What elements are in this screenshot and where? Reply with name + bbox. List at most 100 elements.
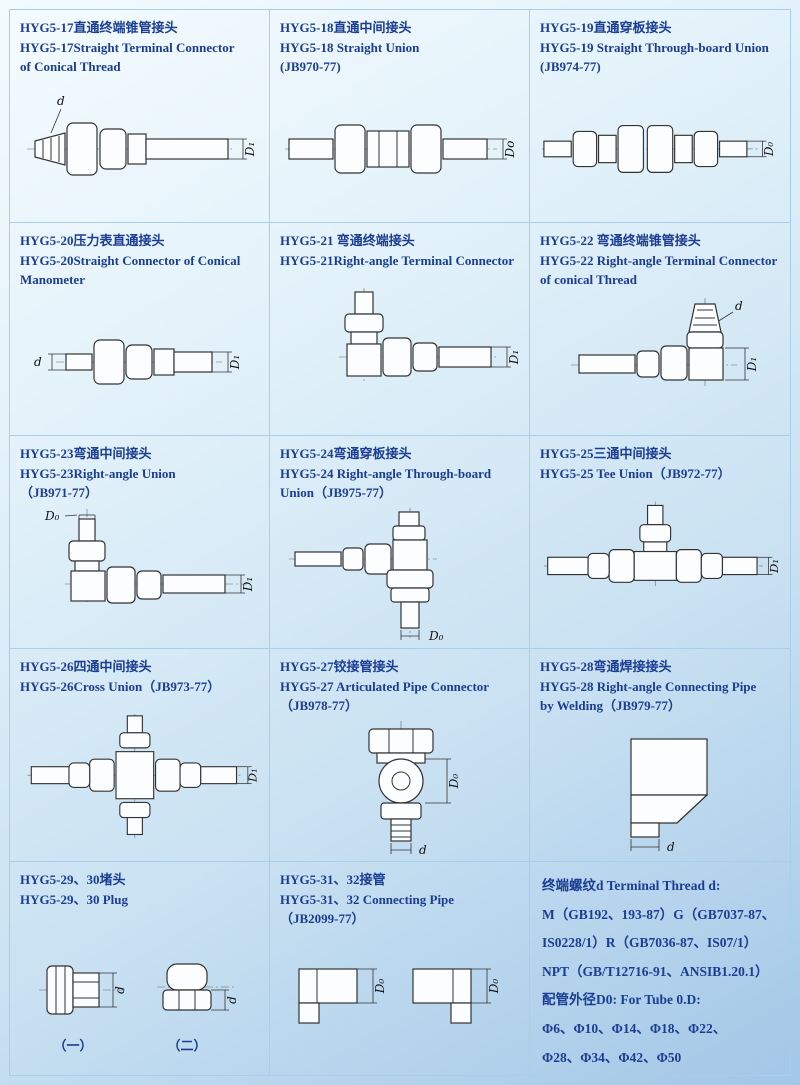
cell-title-en: HYG5-20Straight Connector of Conical: [20, 252, 241, 268]
catalog-grid: HYG5-17直通终端锥管接头 HYG5-17Straight Terminal…: [9, 9, 791, 1076]
catalog-cell-hyg5-21: HYG5-21 弯通终端接头 HYG5-21Right-angle Termin…: [270, 223, 530, 436]
cell-title-zh: HYG5-17直通终端锥管接头: [20, 20, 178, 35]
cell-title-en2: （JB971-77）: [20, 485, 99, 500]
cell-title-en: HYG5-29、30 Plug: [20, 891, 128, 907]
cell-title-zh: HYG5-19直通穿板接头: [540, 20, 672, 35]
cell-title-en: HYG5-27 Articulated Pipe Connector: [280, 678, 490, 694]
catalog-cell-hyg5-29-30: HYG5-29、30堵头 HYG5-29、30 Plug d （一）: [10, 862, 270, 1075]
cell-title-zh: HYG5-20压力表直通接头: [20, 233, 165, 248]
dim-label-do: Do: [503, 141, 517, 159]
drawing-area: D₀ d: [280, 716, 521, 860]
cell-title-zh: HYG5-24弯通穿板接头: [280, 446, 412, 461]
drawing-area: D₀ D₀: [280, 929, 521, 1074]
technical-drawing-hyg5-29-30: d （一） d （二）: [38, 962, 239, 1053]
figure-caption-2: （二）: [167, 1038, 206, 1053]
figure-caption-1: （一）: [53, 1038, 92, 1053]
dim-label-d1: D₁: [243, 142, 257, 157]
thread-info-block: 终端螺纹d Terminal Thread d: M（GB192、193-87）…: [540, 870, 782, 1072]
cell-title-en: HYG5-18 Straight Union: [280, 39, 420, 55]
dim-label-d1: D₁: [246, 768, 259, 783]
dim-label-d: d: [34, 355, 42, 369]
catalog-cell-hyg5-20: HYG5-20压力表直通接头 HYG5-20Straight Connector…: [10, 223, 270, 436]
dim-label-d0: D₀: [44, 509, 60, 523]
catalog-cell-hyg5-27: HYG5-27铰接管接头 HYG5-27 Articulated Pipe Co…: [270, 649, 530, 862]
dim-label-d1: D₁: [241, 577, 255, 592]
drawing-area: D₀ D₁: [20, 503, 261, 647]
drawing-area: D₁: [280, 270, 521, 433]
dim-label-d: d: [667, 840, 675, 854]
technical-drawing-hyg5-23: D₀ D₁: [44, 508, 255, 605]
cell-title-en: HYG5-25 Tee Union（JB972-77）: [540, 465, 731, 481]
catalog-cell-hyg5-23: HYG5-23弯通中间接头 HYG5-23Right-angle Union （…: [10, 436, 270, 649]
drawing-area: d D₁: [20, 290, 261, 434]
cell-title-en: HYG5-19 Straight Through-board Union: [540, 39, 769, 55]
info-line-6: Φ6、Φ10、Φ14、Φ18、Φ22、: [542, 1021, 727, 1037]
cell-title-en2: Manometer: [20, 272, 85, 287]
dim-label-d: d: [419, 843, 427, 857]
dim-label-d1: D₁: [507, 350, 521, 365]
cell-title-en2: by Welding（JB979-77）: [540, 698, 681, 713]
cell-title-zh: HYG5-25三通中间接头: [540, 446, 672, 461]
catalog-cell-hyg5-22: HYG5-22 弯通终端锥管接头 HYG5-22 Right-angle Ter…: [530, 223, 790, 436]
cell-title-zh: HYG5-27铰接管接头: [280, 659, 399, 674]
cell-title-en2: （JB978-77）: [280, 698, 359, 713]
info-line-5: 配管外径D0: For Tube 0.D:: [542, 992, 701, 1008]
dim-label-d: d: [735, 299, 743, 313]
technical-drawing-hyg5-25: D₁: [543, 501, 781, 587]
drawing-area: D₁: [20, 696, 261, 859]
technical-drawing-hyg5-26: D₁: [27, 713, 259, 838]
dim-label-d1: D₁: [745, 357, 759, 372]
cell-title-en2: (JB970-77): [280, 59, 341, 74]
cell-title-en2: (JB974-77): [540, 59, 601, 74]
catalog-cell-hyg5-18: HYG5-18直通中间接头 HYG5-18 Straight Union (JB…: [270, 10, 530, 223]
drawing-area: D₀: [540, 77, 782, 221]
dim-label-d1: D₁: [767, 559, 781, 574]
catalog-cell-hyg5-17: HYG5-17直通终端锥管接头 HYG5-17Straight Terminal…: [10, 10, 270, 223]
dim-label-d1: D₁: [228, 355, 242, 370]
cell-title-en: HYG5-24 Right-angle Through-board: [280, 465, 492, 481]
drawing-area: D₀: [280, 503, 521, 647]
cell-title-en2: of Conical Thread: [20, 59, 121, 74]
cell-title-zh: HYG5-22 弯通终端锥管接头: [540, 233, 701, 248]
dim-label-d-2: d: [225, 995, 239, 1003]
drawing-area: d （一） d （二）: [20, 909, 261, 1073]
cell-title-zh: HYG5-29、30堵头: [20, 872, 126, 887]
technical-drawing-hyg5-28: d: [630, 738, 709, 854]
cell-title-zh: HYG5-26四通中间接头: [20, 659, 152, 674]
dim-label-d0: D₀: [762, 142, 776, 157]
catalog-cell-thread-info: 终端螺纹d Terminal Thread d: M（GB192、193-87）…: [530, 862, 790, 1075]
technical-drawing-hyg5-27: D₀ d: [367, 721, 461, 857]
dim-label-d0-1: D₀: [373, 978, 387, 994]
cell-title-en: HYG5-28 Right-angle Connecting Pipe: [540, 678, 757, 694]
cell-title-en: HYG5-21Right-angle Terminal Connector: [280, 252, 514, 268]
cell-title-en: HYG5-22 Right-angle Terminal Connector: [540, 252, 778, 268]
info-line-4: NPT（GB/T12716-91、ANSIB1.20.1）: [542, 963, 769, 979]
cell-title-en: HYG5-26Cross Union（JB973-77）: [20, 678, 221, 694]
cell-title-zh: HYG5-21 弯通终端接头: [280, 233, 415, 248]
drawing-area: d D₁: [20, 77, 261, 221]
drawing-area: Do: [280, 77, 521, 221]
technical-drawing-hyg5-20: d D₁: [34, 339, 242, 385]
cell-title-en: HYG5-31、32 Connecting Pipe: [280, 891, 455, 907]
cell-title-en2: Union（JB975-77）: [280, 485, 392, 500]
catalog-cell-hyg5-31-32: HYG5-31、32接管 HYG5-31、32 Connecting Pipe …: [270, 862, 530, 1075]
dim-label-d-1: d: [113, 985, 127, 993]
catalog-cell-hyg5-26: HYG5-26四通中间接头 HYG5-26Cross Union（JB973-7…: [10, 649, 270, 862]
cell-title-zh: HYG5-18直通中间接头: [280, 20, 412, 35]
catalog-cell-hyg5-28: HYG5-28弯通焊接接头 HYG5-28 Right-angle Connec…: [530, 649, 790, 862]
cell-title-zh: HYG5-28弯通焊接接头: [540, 659, 672, 674]
dim-label-d: d: [57, 94, 65, 108]
cell-title-en2: （JB2099-77）: [280, 911, 365, 926]
technical-drawing-hyg5-21: D₁: [338, 288, 521, 382]
drawing-area: D₁: [540, 483, 782, 646]
technical-drawing-hyg5-18: Do: [284, 124, 517, 174]
dim-label-d0-2: D₀: [487, 978, 501, 994]
catalog-cell-hyg5-24: HYG5-24弯通穿板接头 HYG5-24 Right-angle Throug…: [270, 436, 530, 649]
cell-title-en2: of conical Thread: [540, 272, 638, 287]
technical-drawing-hyg5-22: d D₁: [571, 297, 759, 388]
info-line-3: IS0228/1）R（GB7036-87、IS07/1）: [542, 935, 758, 951]
info-line-1: 终端螺纹d Terminal Thread d:: [542, 878, 721, 893]
drawing-area: d D₁: [540, 290, 782, 434]
technical-drawing-hyg5-19: D₀: [541, 125, 776, 174]
catalog-cell-hyg5-19: HYG5-19直通穿板接头 HYG5-19 Straight Through-b…: [530, 10, 790, 223]
